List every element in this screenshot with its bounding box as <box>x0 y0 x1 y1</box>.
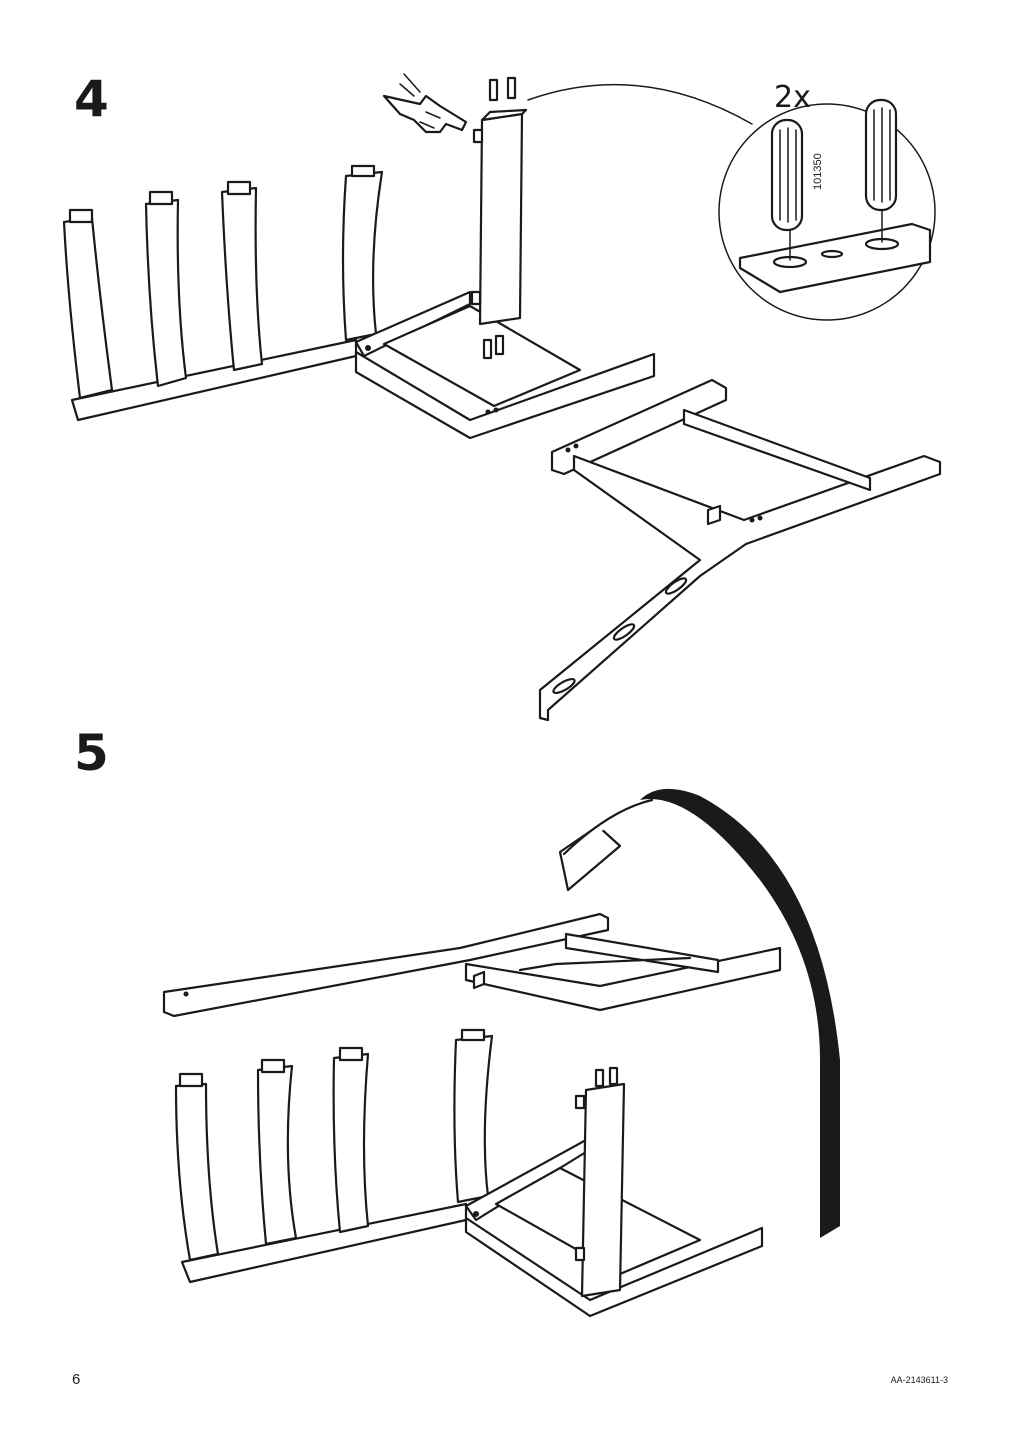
step-number: 5 <box>74 724 109 782</box>
rotate-arrow-icon <box>558 788 840 1238</box>
pointing-hand-icon <box>382 73 468 134</box>
quantity-label: 2x <box>774 80 811 115</box>
chair-back-assembly <box>62 76 656 440</box>
step-number: 4 <box>74 70 109 128</box>
detail-callout <box>527 83 936 321</box>
document-code: AA-2143611-3 <box>890 1375 948 1385</box>
seat-front-frame-flipped <box>162 912 782 1018</box>
chair-back-with-leg <box>174 1028 764 1318</box>
seat-front-frame <box>538 378 942 722</box>
page-number: 6 <box>72 1371 81 1388</box>
